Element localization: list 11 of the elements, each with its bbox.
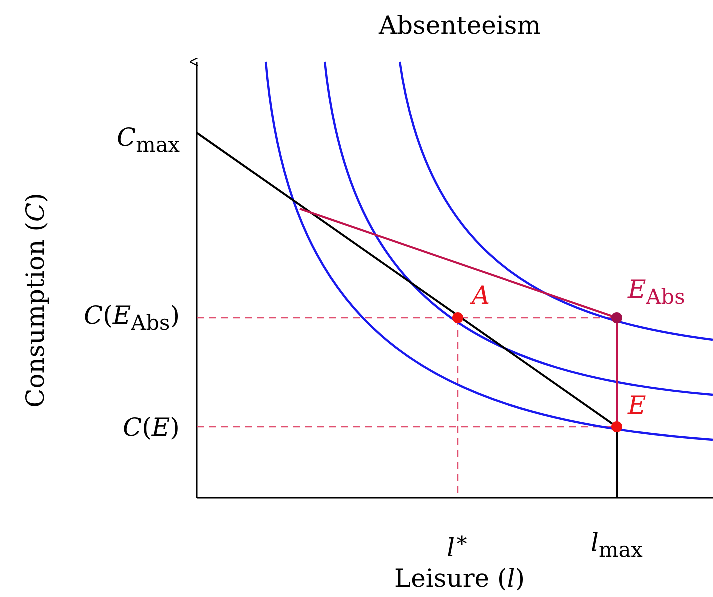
point-label: A (472, 282, 490, 308)
point-label: E$_{Abs}$ (628, 276, 686, 308)
tick-label: l$^{∗}$ (447, 530, 470, 560)
tick-label: l$_{max}$ (591, 530, 643, 560)
tick-label: C(E) (123, 414, 180, 440)
chart-title: Absenteeism (379, 12, 541, 38)
tick-label: C$_{max}$ (117, 124, 180, 156)
axis-title: Consumption (C) (22, 192, 48, 408)
axis-title: Leisure (l) (394, 566, 526, 590)
tick-label: C(E$_{Abs}$) (84, 302, 180, 334)
point-label: E (628, 392, 646, 418)
